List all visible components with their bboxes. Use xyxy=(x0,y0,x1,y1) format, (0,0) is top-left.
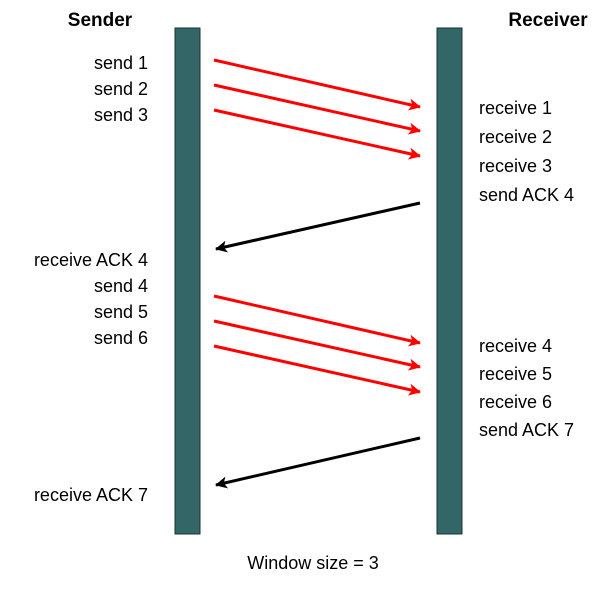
receiver-timeline xyxy=(436,27,463,535)
receiver-title: Receiver xyxy=(508,10,588,31)
ack-arrow-4 xyxy=(215,201,421,253)
data-arrow-2 xyxy=(213,83,421,135)
sender-label-send-4: send 4 xyxy=(94,276,148,296)
receiver-label-send-ack-7: send ACK 7 xyxy=(479,420,574,440)
sender-label-send-5: send 5 xyxy=(94,302,148,322)
sender-label-send-3: send 3 xyxy=(94,105,148,125)
data-arrow-6 xyxy=(213,344,421,396)
window-size-caption: Window size = 3 xyxy=(247,553,379,573)
receiver-label-receive-5: receive 5 xyxy=(479,364,552,384)
ack-arrow-7 xyxy=(215,436,421,489)
data-arrow-4 xyxy=(213,294,421,347)
receiver-label-send-ack-4: send ACK 4 xyxy=(479,185,574,205)
data-arrow-1 xyxy=(213,58,421,111)
sender-timeline xyxy=(174,27,201,535)
sender-label-send-6: send 6 xyxy=(94,328,148,348)
receiver-label-receive-1: receive 1 xyxy=(479,98,552,118)
sender-label-send-1: send 1 xyxy=(94,53,148,73)
sender-label-send-2: send 2 xyxy=(94,79,148,99)
data-arrow-5 xyxy=(213,319,421,371)
receiver-label-receive-4: receive 4 xyxy=(479,336,552,356)
receiver-label-receive-2: receive 2 xyxy=(479,127,552,147)
data-arrow-3 xyxy=(213,108,421,160)
sender-label-receive-ack-4: receive ACK 4 xyxy=(34,250,148,270)
sender-label-receive-ack-7: receive ACK 7 xyxy=(34,485,148,505)
receiver-label-receive-3: receive 3 xyxy=(479,156,552,176)
receiver-label-receive-6: receive 6 xyxy=(479,392,552,412)
sender-title: Sender xyxy=(68,10,133,31)
